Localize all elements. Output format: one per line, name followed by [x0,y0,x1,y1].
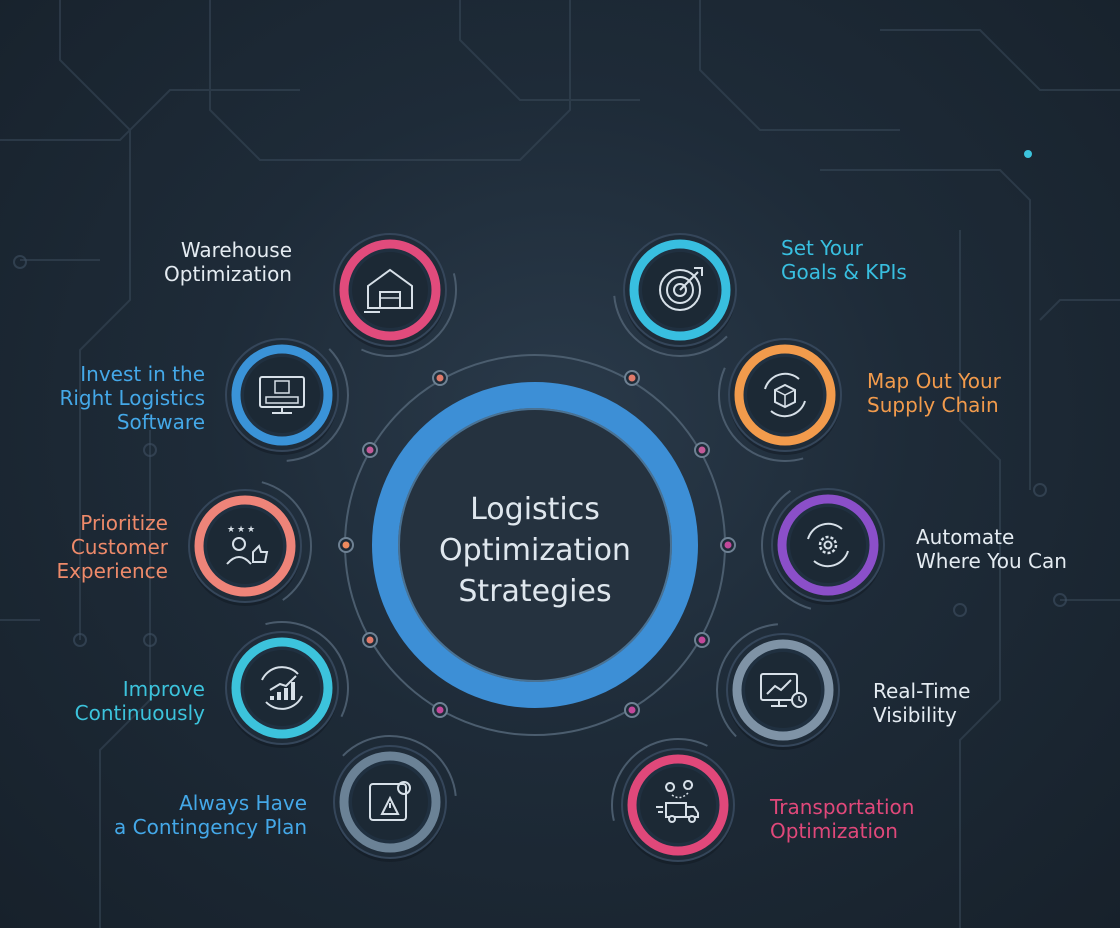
strategy-label-line: Automate [916,525,1015,549]
node-inner-disc [352,764,428,840]
monitor-clock-icon [760,673,807,708]
strategy-nodes: ★★★ [188,233,885,865]
svg-text:★: ★ [247,525,255,535]
strategy-label-line: Transportation [770,795,915,819]
node-orbit-arc [323,735,457,869]
orbit-dot [362,632,378,648]
node-inner-disc [640,767,716,843]
orbit-dot [362,442,378,458]
growth-chart-icon [261,666,303,710]
strategy-label-line: Warehouse [180,238,292,262]
orbit-dot [432,370,448,386]
node-inner-disc [790,507,866,583]
strategy-node-automate [771,488,885,605]
strategy-label-line: Always Have [179,791,307,815]
center-title-line-2: Optimization [439,532,631,568]
strategy-label-line: Map Out Your [867,369,1001,393]
svg-text:★: ★ [227,525,235,535]
delivery-truck-icon [656,780,699,823]
node-orbit-arc [613,223,747,357]
node-inner-disc [352,252,428,328]
node-orbit-arc [323,223,457,357]
strategy-node-improve [225,631,339,748]
strategy-label-line: Where You Can [916,549,1067,573]
node-orbit-arc [718,328,852,462]
strategy-label-line: Goals & KPIs [781,260,907,284]
strategy-label-line: Supply Chain [867,393,999,417]
orbit-dot [338,537,354,553]
connector-arcs [178,223,895,872]
center-title-line-3: Strategies [458,573,612,609]
node-orbit-arc [178,479,312,613]
orbit-dot [432,702,448,718]
strategy-label-line: Improve [122,677,205,701]
node-orbit-arc [761,478,895,612]
strategy-node-software [225,338,339,455]
strategy-node-customer: ★★★ [188,489,302,606]
strategy-label-line: Continuously [74,701,205,725]
target-icon [659,267,703,311]
contingency-plan-icon [369,781,411,821]
center-title: Logistics Optimization Strategies [410,470,660,630]
node-inner-disc [244,650,320,726]
center-hub [338,354,736,736]
center-ring-highlight [398,408,672,682]
strategy-node-contingency [333,745,447,862]
orbit-dot [694,632,710,648]
warehouse-icon [364,268,413,313]
strategy-node-visibility [726,633,840,750]
node-orbit-arc [215,621,349,755]
orbit-dot [694,442,710,458]
svg-text:★: ★ [237,525,245,535]
center-disc [385,395,685,695]
node-inner-disc [745,652,821,728]
strategy-label-line: a Contingency Plan [114,815,307,839]
strategy-label-line: Invest in the [80,362,205,386]
strategy-label-line: Visibility [873,703,957,727]
strategy-label-line: Optimization [770,819,898,843]
strategy-label-line: Software [116,410,205,434]
strategy-label-line: Right Logistics [59,386,205,410]
strategy-label-line: Experience [56,559,168,583]
strategy-node-supply-chain [728,338,842,455]
node-inner-disc [244,357,320,433]
strategy-label-line: Real-Time [873,679,971,703]
computer-software-icon [259,376,305,414]
strategy-node-transportation [621,748,735,865]
center-title-line-1: Logistics [470,491,600,527]
orbit-dot [624,702,640,718]
center-ring [372,382,698,708]
strategy-node-goals [623,233,737,350]
node-orbit-arc [215,328,349,462]
node-orbit-arc [611,738,745,872]
package-cycle-icon [764,372,806,418]
customer-rating-icon: ★★★ [226,525,269,565]
strategy-label-line: Optimization [164,262,292,286]
strategy-label-line: Customer [70,535,168,559]
strategy-label-line: Set Your [781,236,863,260]
strategy-label-line: Prioritize [80,511,168,535]
node-orbit-arc [716,623,850,757]
gear-cycle-icon [807,522,849,568]
orbit-dot [720,537,736,553]
orbit-dot [624,370,640,386]
strategy-node-warehouse [333,233,447,350]
